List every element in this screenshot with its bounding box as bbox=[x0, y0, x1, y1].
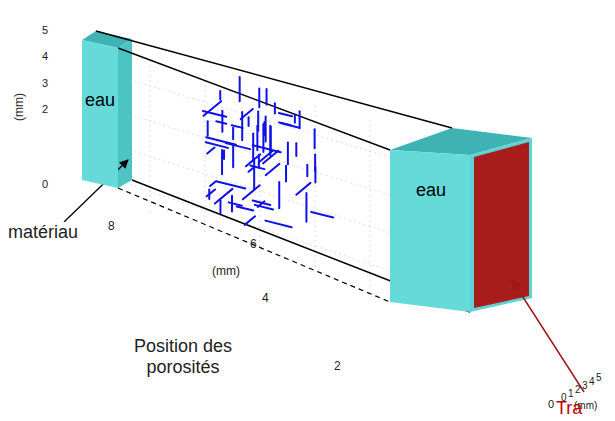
axis-tick: 3 bbox=[42, 77, 48, 90]
axis-tick: 1 bbox=[568, 388, 574, 400]
material-label: matériau bbox=[8, 222, 78, 243]
block-label: eau bbox=[80, 48, 120, 111]
axis-tick: 8 bbox=[108, 220, 115, 234]
block-face bbox=[390, 150, 472, 312]
axis-tick: 0 bbox=[548, 398, 554, 411]
block-face bbox=[80, 48, 120, 182]
axis-tick: 2 bbox=[42, 103, 48, 116]
axis-tick: 2 bbox=[334, 360, 341, 374]
material-edge-hidden bbox=[118, 188, 390, 302]
red-face bbox=[474, 142, 529, 308]
axis-tick: 6 bbox=[250, 238, 257, 252]
axis-tick: 0 bbox=[42, 178, 48, 191]
axis-tick: 5 bbox=[42, 24, 48, 37]
axis-tick: 3 bbox=[582, 380, 588, 392]
water-block: eau bbox=[390, 150, 472, 312]
porosity-cluster bbox=[203, 77, 333, 227]
axis-tick: 2 bbox=[575, 384, 581, 396]
block-label: eau bbox=[390, 150, 472, 201]
axis-unit: (mm) bbox=[212, 265, 240, 279]
cut-label: Tra bbox=[556, 398, 582, 419]
leader-arrow bbox=[512, 280, 584, 392]
axis-tick: 4 bbox=[589, 376, 595, 388]
block-side bbox=[118, 39, 132, 188]
caption-note: Position des porosités bbox=[108, 336, 258, 377]
block-side bbox=[470, 138, 532, 312]
axis-tick: 4 bbox=[42, 50, 48, 63]
axis-tick: 5 bbox=[596, 372, 602, 384]
material-edge bbox=[96, 31, 452, 128]
axis-tick: 4 bbox=[262, 292, 269, 306]
axis-unit: (mm) bbox=[13, 93, 27, 121]
water-block: eau bbox=[80, 48, 120, 182]
plot-grid bbox=[130, 60, 425, 305]
